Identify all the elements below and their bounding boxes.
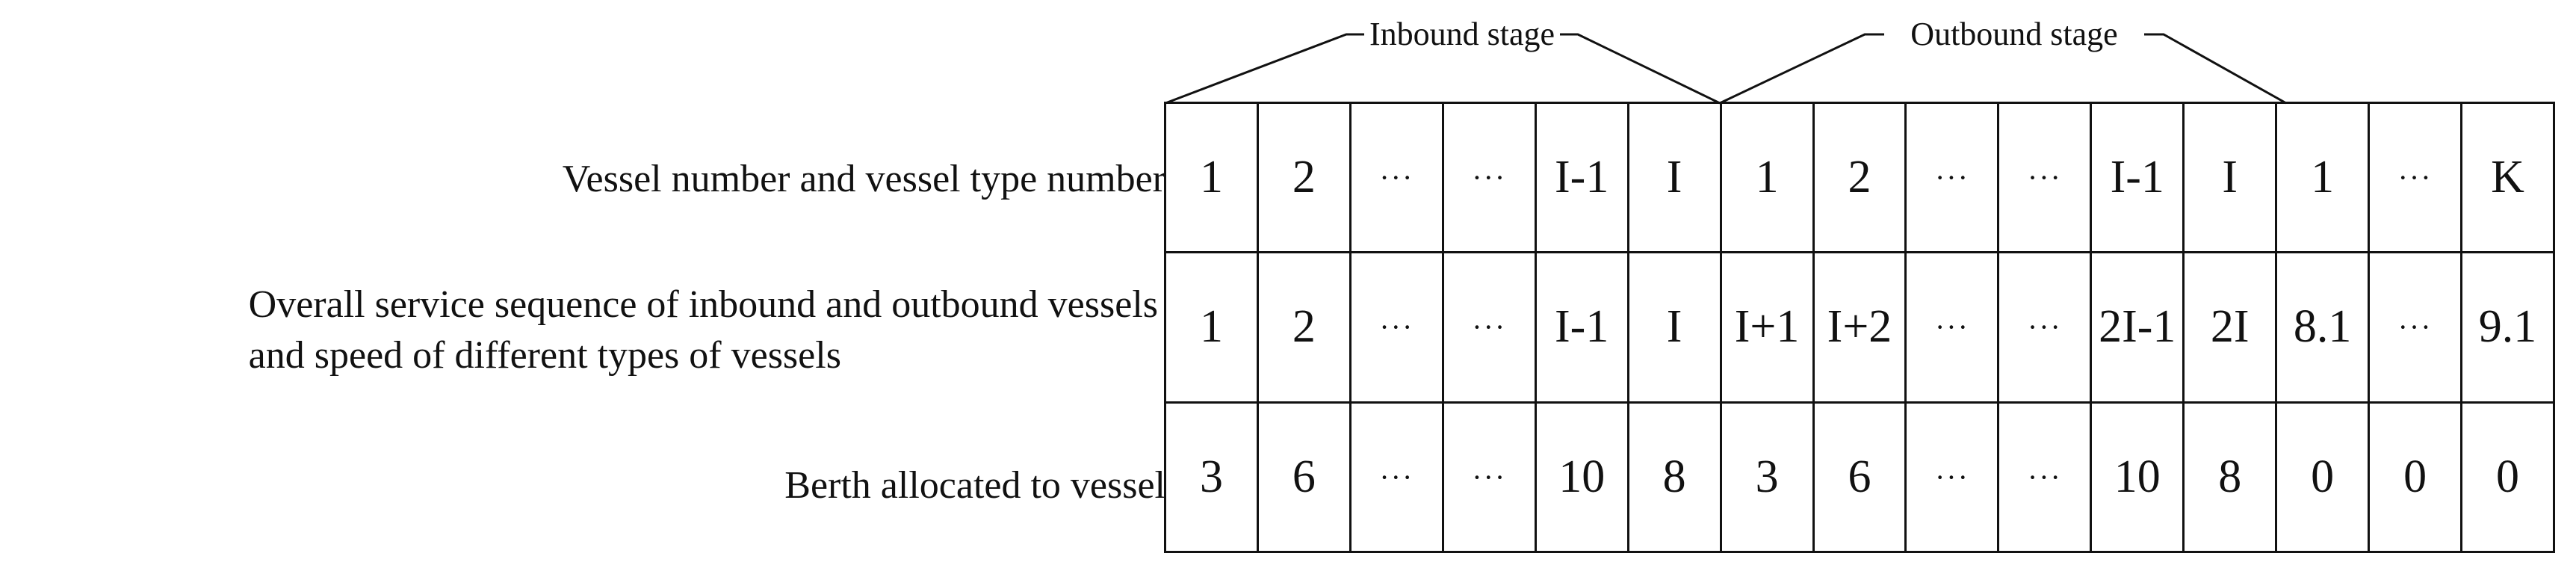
inbound-bracket-right-line xyxy=(1560,33,1721,105)
stage-brackets: Inbound stage Outbound stage xyxy=(1165,16,2287,105)
table-cell: 8 xyxy=(1629,403,1722,553)
table-cell: ··· xyxy=(2370,104,2463,254)
table-cell: I+1 xyxy=(1721,253,1815,404)
table-cell: I-1 xyxy=(1536,253,1629,404)
table-cell: I-1 xyxy=(1536,104,1629,254)
row-labels: Vessel number and vessel type number Ove… xyxy=(0,0,1165,571)
table-cell: 0 xyxy=(2277,403,2371,553)
table-cell: 3 xyxy=(1166,403,1259,553)
row-label-vessel-number: Vessel number and vessel type number xyxy=(563,154,1165,205)
table-cell: 10 xyxy=(2092,403,2185,553)
table-cell: ··· xyxy=(1351,253,1444,404)
table-cell: ··· xyxy=(1999,104,2093,254)
table-cell: 1 xyxy=(1721,104,1815,254)
table-cell: ··· xyxy=(1907,403,2000,553)
row-label-service-sequence: Overall service sequence of inbound and … xyxy=(249,280,1158,381)
table-cell: 2 xyxy=(1258,253,1352,404)
table-cell: ··· xyxy=(1351,104,1444,254)
row-label-line: and speed of different types of vessels xyxy=(248,334,841,377)
table-cell: ··· xyxy=(1443,104,1537,254)
table-cell: I+2 xyxy=(1814,253,1907,404)
table-cell: 2I xyxy=(2185,253,2278,404)
table-cell: 6 xyxy=(1814,403,1907,553)
table-cell: I xyxy=(1629,253,1722,404)
table-cell: I xyxy=(2185,104,2278,254)
table-cell: 0 xyxy=(2370,403,2463,553)
table-cell: 2 xyxy=(1258,104,1352,254)
table-cell: 3 xyxy=(1721,403,1815,553)
inbound-stage-bracket: Inbound stage xyxy=(1165,16,1721,105)
outbound-stage-bracket: Outbound stage xyxy=(1719,16,2287,105)
table-cell: I-1 xyxy=(2092,104,2185,254)
table-cell: ··· xyxy=(1351,403,1444,553)
table-cell: 1 xyxy=(1166,104,1259,254)
table-cell: ··· xyxy=(1443,403,1537,553)
outbound-bracket-right-line xyxy=(2144,33,2287,105)
table-cell: 8.1 xyxy=(2277,253,2371,404)
table-cell: 1 xyxy=(1166,253,1259,404)
table-cell: ··· xyxy=(1907,253,2000,404)
table-cell: 8 xyxy=(2185,403,2278,553)
outbound-stage-label: Outbound stage xyxy=(1910,16,2117,52)
table-cell: K xyxy=(2462,104,2555,254)
table-cell: 2 xyxy=(1814,104,1907,254)
table-cell: ··· xyxy=(1999,253,2093,404)
table-cell: ··· xyxy=(1907,104,2000,254)
row-label-line: Overall service sequence of inbound and … xyxy=(248,283,1158,326)
inbound-bracket-left-line xyxy=(1165,33,1364,105)
row-label-line: Vessel number and vessel type number xyxy=(562,158,1165,200)
table-cell: ··· xyxy=(2370,253,2463,404)
table-cell: 0 xyxy=(2462,403,2555,553)
table-cell: 2I-1 xyxy=(2092,253,2185,404)
table-cell: 10 xyxy=(1536,403,1629,553)
inbound-stage-label: Inbound stage xyxy=(1369,16,1555,52)
row-label-line: Berth allocated to vessel xyxy=(784,464,1165,507)
table-cell: 6 xyxy=(1258,403,1352,553)
table-cell: 9.1 xyxy=(2462,253,2555,404)
table-cell: ··· xyxy=(1443,253,1537,404)
table-cell: I xyxy=(1629,104,1722,254)
table-cell: ··· xyxy=(1999,403,2093,553)
table-cell: 1 xyxy=(2277,104,2371,254)
row-label-berth: Berth allocated to vessel xyxy=(784,460,1165,511)
outbound-bracket-left-line xyxy=(1719,33,1884,105)
